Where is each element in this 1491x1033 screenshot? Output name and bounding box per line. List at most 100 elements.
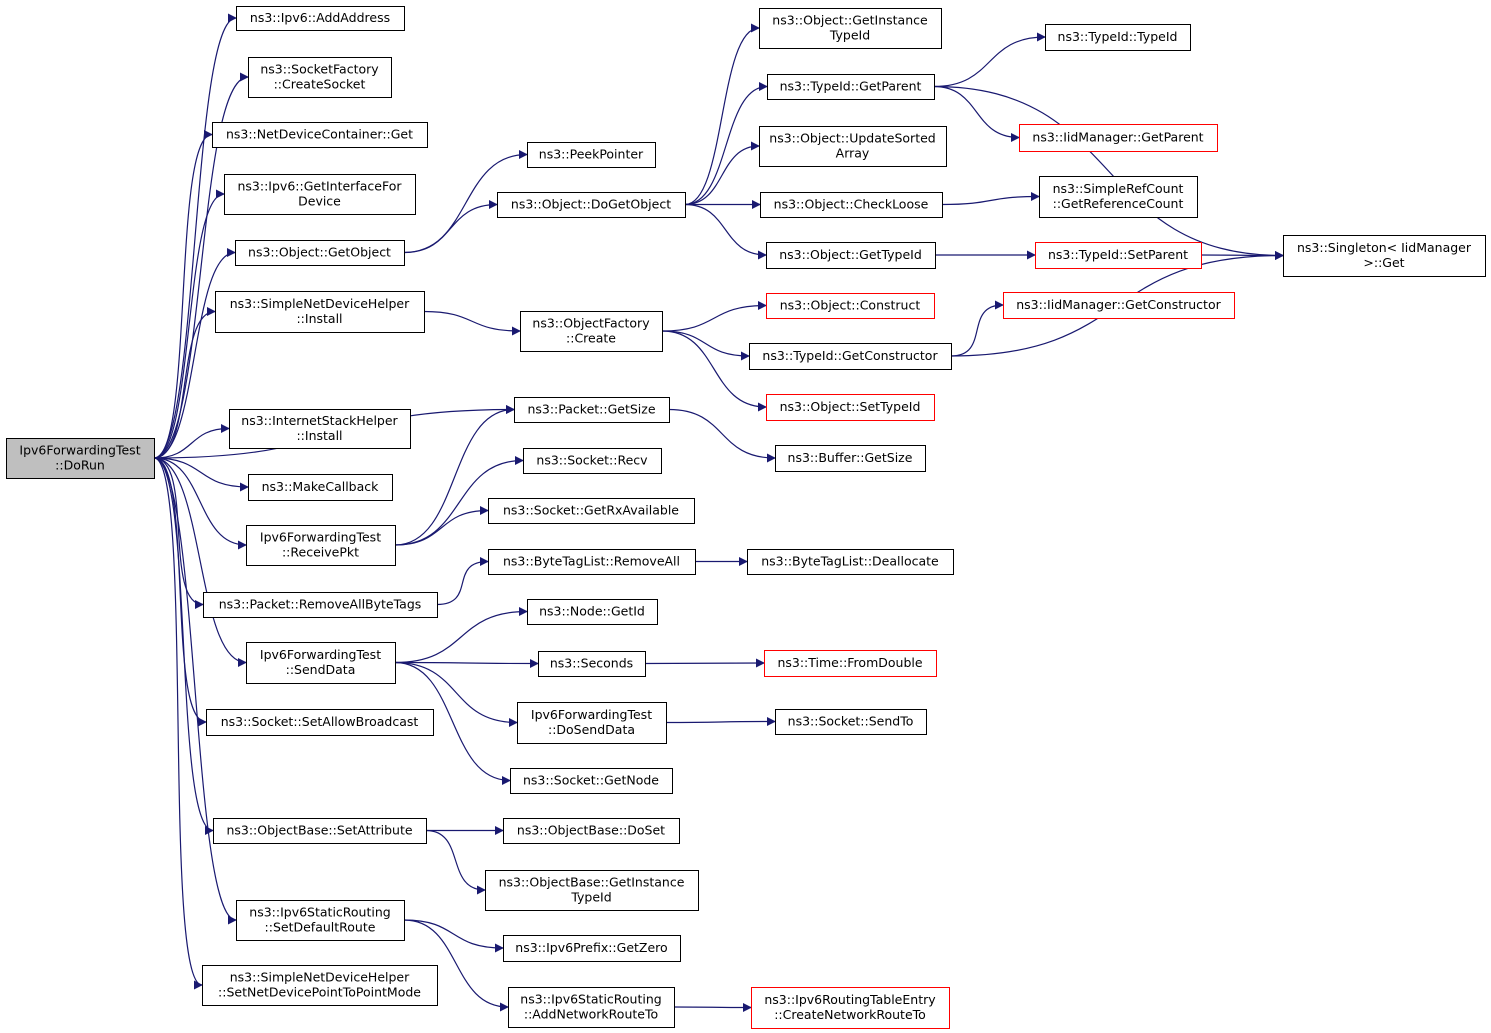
node-time_fromdouble[interactable]: ns3::Time::FromDouble (764, 650, 937, 677)
node-iidmanager_getconstructor[interactable]: ns3::IidManager::GetConstructor (1003, 292, 1235, 319)
node-label: ns3::Object::DoGetObject (511, 197, 671, 212)
node-box (759, 126, 947, 167)
edge-typeid_getparent-to-typeid_typeid (933, 32, 1046, 88)
node-senddata[interactable]: Ipv6ForwardingTest::SendData (246, 642, 396, 684)
node-box (1003, 292, 1235, 319)
node-typeid_getparent[interactable]: ns3::TypeId::GetParent (767, 74, 935, 100)
edge-root-to-internetstackhelper_install (153, 424, 230, 459)
edge-typeid_getparent-to-singleton_get (933, 85, 1284, 260)
node-label: ::Create (566, 331, 616, 346)
node-internetstackhelper_install[interactable]: ns3::InternetStackHelper::Install (229, 409, 411, 449)
node-box (538, 651, 646, 677)
node-box (488, 549, 696, 575)
edge-typeid_getconstructor-to-iidmanager_getconstructor (950, 300, 1004, 357)
node-objectfactory_create[interactable]: ns3::ObjectFactory::Create (520, 311, 663, 352)
node-dosenddata[interactable]: Ipv6ForwardingTest::DoSendData (517, 702, 667, 744)
node-netdevicecontainer_get[interactable]: ns3::NetDeviceContainer::Get (212, 122, 428, 148)
node-box (224, 174, 416, 215)
edge-packet_removeallbytetags-to-bytetaglist_removeall (436, 557, 489, 606)
node-peekpointer[interactable]: ns3::PeekPointer (527, 142, 656, 168)
edge-object_dogetobject-to-typeid_getparent (684, 82, 768, 206)
node-makecallback[interactable]: ns3::MakeCallback (248, 474, 393, 501)
node-object_checkloose[interactable]: ns3::Object::CheckLoose (760, 192, 943, 218)
node-bytetaglist_removeall[interactable]: ns3::ByteTagList::RemoveAll (488, 549, 696, 575)
edge-ipv6staticrouting_addnetworkrouteto-to-ipv6routingtableentry_createnetworkrouteto (673, 1002, 752, 1012)
node-socketfactory_createsocket[interactable]: ns3::SocketFactory::CreateSocket (248, 57, 392, 98)
node-ipv6_addaddress[interactable]: ns3::Ipv6::AddAddress (236, 6, 405, 31)
node-socket_sendto[interactable]: ns3::Socket::SendTo (775, 709, 927, 735)
edge-root-to-simplenetdevicehelper_setp2p (153, 457, 203, 990)
node-box (236, 900, 405, 941)
node-box (527, 599, 658, 625)
node-label: ::SetDefaultRoute (265, 920, 376, 935)
node-box (485, 870, 699, 911)
node-object_getobject[interactable]: ns3::Object::GetObject (235, 240, 405, 266)
node-receivepkt[interactable]: Ipv6ForwardingTest::ReceivePkt (246, 525, 396, 566)
node-ipv6staticrouting_addnetworkrouteto[interactable]: ns3::Ipv6StaticRouting::AddNetworkRouteT… (508, 987, 675, 1028)
node-object_dogetobject[interactable]: ns3::Object::DoGetObject (497, 192, 686, 218)
node-typeid_setparent[interactable]: ns3::TypeId::SetParent (1035, 242, 1202, 269)
node-box (248, 57, 392, 98)
node-object_gettypeid[interactable]: ns3::Object::GetTypeId (766, 242, 936, 269)
node-label: ns3::Ipv6StaticRouting (520, 992, 661, 1007)
node-simplenetdevicehelper_install[interactable]: ns3::SimpleNetDeviceHelper::Install (215, 291, 425, 333)
node-socket_recv[interactable]: ns3::Socket::Recv (523, 448, 662, 474)
node-typeid_getconstructor[interactable]: ns3::TypeId::GetConstructor (749, 343, 952, 370)
node-box (206, 709, 434, 736)
node-packet_getsize[interactable]: ns3::Packet::GetSize (514, 397, 670, 423)
node-typeid_typeid[interactable]: ns3::TypeId::TypeId (1045, 24, 1191, 51)
node-label: ns3::Socket::GetRxAvailable (503, 503, 679, 518)
node-objectbase_setattribute[interactable]: ns3::ObjectBase::SetAttribute (213, 818, 427, 844)
node-label: Ipv6ForwardingTest (19, 443, 140, 458)
edge-senddata-to-dosenddata (394, 661, 518, 727)
node-label: ns3::Socket::GetNode (523, 773, 659, 788)
edge-objectfactory_create-to-object_settypeid (661, 330, 767, 412)
node-ipv6staticrouting_setdefaultroute[interactable]: ns3::Ipv6StaticRouting::SetDefaultRoute (236, 900, 405, 941)
node-box (1035, 242, 1202, 269)
node-box (235, 240, 405, 266)
node-object_settypeid[interactable]: ns3::Object::SetTypeId (766, 394, 935, 421)
node-box (767, 74, 935, 100)
node-seconds[interactable]: ns3::Seconds (538, 651, 646, 677)
edge-ipv6staticrouting_setdefaultroute-to-ipv6staticrouting_addnetworkrouteto (403, 919, 509, 1012)
node-box (527, 142, 656, 168)
node-object_construct[interactable]: ns3::Object::Construct (766, 293, 935, 319)
node-simplenetdevicehelper_setp2p[interactable]: ns3::SimpleNetDeviceHelper::SetNetDevice… (202, 965, 438, 1006)
node-buffer_getsize[interactable]: ns3::Buffer::GetSize (775, 445, 926, 472)
node-socket_setallowbroadcast[interactable]: ns3::Socket::SetAllowBroadcast (206, 709, 434, 736)
node-label: ns3::ObjectBase::SetAttribute (226, 823, 412, 838)
node-ipv6routingtableentry_createnetworkrouteto[interactable]: ns3::Ipv6RoutingTableEntry::CreateNetwor… (751, 987, 950, 1029)
node-socket_getrxavailable[interactable]: ns3::Socket::GetRxAvailable (488, 498, 695, 524)
node-box (766, 293, 935, 319)
node-box (759, 8, 942, 49)
node-box (514, 397, 670, 423)
node-label: ns3::ObjectBase::GetInstance (499, 875, 685, 890)
node-box (775, 445, 926, 472)
node-bytetaglist_deallocate[interactable]: ns3::ByteTagList::Deallocate (747, 549, 954, 575)
node-label: ns3::ObjectFactory (532, 316, 650, 331)
node-ipv6prefix_getzero[interactable]: ns3::Ipv6Prefix::GetZero (503, 935, 681, 962)
edge-root-to-objectbase_setattribute (153, 457, 214, 835)
node-socket_getnode[interactable]: ns3::Socket::GetNode (510, 768, 673, 794)
edge-object_getobject-to-object_dogetobject (403, 200, 498, 254)
node-packet_removeallbytetags[interactable]: ns3::Packet::RemoveAllByteTags (203, 592, 438, 618)
node-objectbase_doset[interactable]: ns3::ObjectBase::DoSet (503, 818, 680, 844)
node-label: ::SendData (286, 662, 356, 677)
node-label: ns3::Buffer::GetSize (788, 450, 913, 465)
node-singleton_get[interactable]: ns3::Singleton< IidManager>::Get (1283, 235, 1486, 277)
node-box (1045, 24, 1191, 51)
node-label: ::SetNetDevicePointToPointMode (218, 985, 421, 1000)
node-iidmanager_getparent[interactable]: ns3::IidManager::GetParent (1019, 124, 1218, 152)
edge-senddata-to-socket_getnode (394, 661, 511, 785)
node-label: ns3::InternetStackHelper (241, 413, 398, 428)
node-label: ns3::MakeCallback (262, 479, 380, 494)
node-box (523, 448, 662, 474)
node-box (236, 6, 405, 31)
node-node_getid[interactable]: ns3::Node::GetId (527, 599, 658, 625)
node-simplerefcount_getreferencecount[interactable]: ns3::SimpleRefCount::GetReferenceCount (1039, 176, 1198, 218)
node-label: ns3::TypeId::TypeId (1058, 29, 1178, 44)
